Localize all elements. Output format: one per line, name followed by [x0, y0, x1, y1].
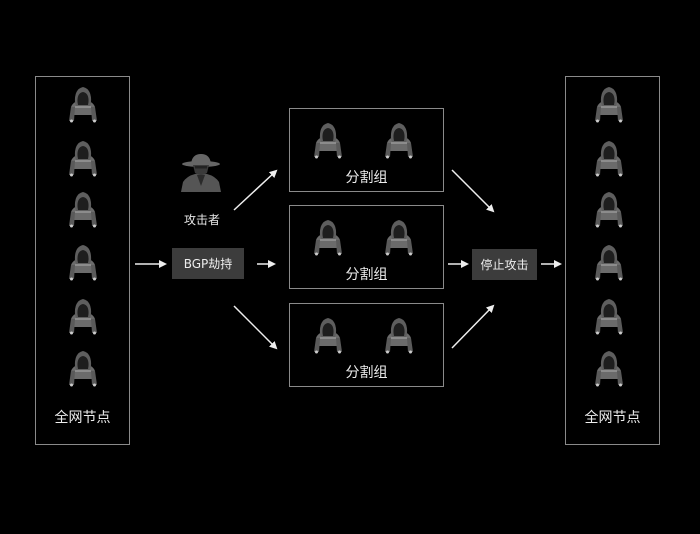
stop-attack-box: 停止攻击	[472, 249, 537, 280]
split-group-2: 分割组	[289, 205, 444, 289]
right-panel-label: 全网节点	[584, 410, 641, 426]
arrow-icon	[451, 304, 495, 349]
left-all-nodes-panel: 全网节点	[35, 76, 130, 445]
split-group-3: 分割组	[289, 303, 444, 387]
split-group-label: 分割组	[345, 365, 388, 381]
attacker-label: 攻击者	[183, 213, 220, 227]
split-group-1: 分割组	[289, 108, 444, 192]
split-group-label: 分割组	[345, 267, 388, 283]
bgp-hijack-box: BGP劫持	[172, 248, 244, 279]
right-all-nodes-panel: 全网节点	[565, 76, 660, 445]
arrow-icon	[451, 169, 495, 213]
left-panel-label: 全网节点	[54, 410, 111, 426]
arrow-icon	[233, 305, 278, 350]
arrow-icon	[233, 169, 278, 211]
split-group-label: 分割组	[345, 170, 388, 186]
